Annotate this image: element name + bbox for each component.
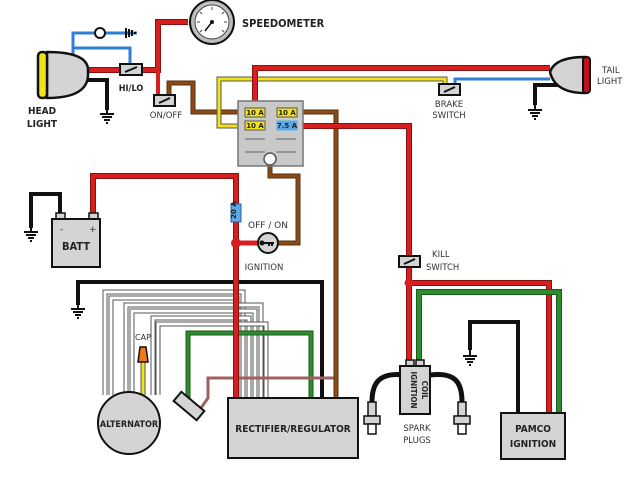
kill-switch-label: KILL bbox=[432, 250, 450, 260]
pamco-ignition: PAMCO IGNITION bbox=[500, 412, 566, 460]
fuse-20a: 20 A bbox=[230, 201, 242, 223]
tail-light-label-2: LIGHT bbox=[597, 77, 623, 87]
hi-lo-switch[interactable]: HI/LO bbox=[119, 63, 144, 94]
brake-switch-label-2: SWITCH bbox=[432, 111, 465, 121]
ignition-switch[interactable]: OFF / ON IGNITION bbox=[245, 221, 288, 273]
fuse-10a-bottom-left: 10 A bbox=[244, 120, 266, 131]
wires bbox=[23, 19, 562, 450]
wire-ground-tail bbox=[533, 83, 560, 105]
svg-text:10 A: 10 A bbox=[278, 109, 296, 117]
battery-positive: + bbox=[89, 225, 97, 235]
svg-text:20 A: 20 A bbox=[230, 201, 238, 219]
fuse-10a-top-left: 10 A bbox=[244, 107, 266, 118]
tail-light-label: TAIL bbox=[601, 66, 620, 76]
ignition-state-label: OFF / ON bbox=[248, 221, 288, 231]
on-off-label: ON/OFF bbox=[150, 111, 182, 121]
spark-plugs-label-2: PLUGS bbox=[403, 436, 431, 446]
hi-lo-label: HI/LO bbox=[119, 84, 144, 94]
ignition-coil: IGNITION COIL bbox=[399, 359, 431, 415]
brake-switch[interactable]: BRAKE SWITCH bbox=[432, 83, 466, 121]
pickup-sensor bbox=[172, 390, 206, 422]
on-off-switch[interactable]: ON/OFF bbox=[150, 94, 182, 121]
kill-switch-label-2: SWITCH bbox=[426, 263, 459, 273]
pamco-label-2: IGNITION bbox=[510, 439, 556, 450]
fuse-10a-top-right: 10 A bbox=[276, 107, 298, 118]
speedometer: SPEEDOMETER bbox=[189, 0, 325, 45]
spark-plug-left bbox=[363, 401, 381, 435]
ignition-coil-label: IGNITION bbox=[409, 371, 418, 408]
battery: - + BATT bbox=[51, 212, 101, 268]
cap-label: CAP bbox=[135, 333, 151, 342]
headlight: HEAD LIGHT bbox=[27, 50, 90, 130]
wire-red-battery bbox=[90, 173, 239, 398]
alternator: ALTERNATOR bbox=[97, 391, 161, 455]
headlight-label-2: LIGHT bbox=[27, 119, 58, 130]
speedometer-label: SPEEDOMETER bbox=[242, 17, 325, 30]
battery-negative: - bbox=[60, 225, 63, 235]
spark-plugs-label: SPARK bbox=[403, 424, 431, 434]
tail-light: TAIL LIGHT bbox=[548, 55, 623, 95]
indicator-ground-icon bbox=[125, 28, 136, 38]
svg-text:7.5 A: 7.5 A bbox=[277, 122, 298, 130]
rectifier-regulator: RECTIFIER/REGULATOR bbox=[227, 397, 359, 459]
brake-switch-label: BRAKE bbox=[435, 100, 463, 110]
svg-text:10 A: 10 A bbox=[246, 122, 264, 130]
rectifier-label: RECTIFIER/REGULATOR bbox=[235, 424, 350, 435]
junction-dot bbox=[231, 238, 241, 248]
battery-label: BATT bbox=[62, 240, 90, 253]
alternator-label: ALTERNATOR bbox=[100, 420, 159, 430]
kill-switch[interactable]: KILL SWITCH bbox=[398, 250, 459, 273]
wire-ground-rectifier bbox=[76, 280, 324, 398]
svg-text:10 A: 10 A bbox=[246, 109, 264, 117]
indicator-lamp bbox=[94, 27, 106, 39]
wire-ground-headlight bbox=[88, 78, 109, 110]
ignition-label: IGNITION bbox=[245, 263, 284, 273]
fuse-7-5a: 7.5 A bbox=[276, 120, 298, 131]
wire-brown-ignition bbox=[166, 80, 238, 115]
wire-ground-battery bbox=[29, 192, 62, 228]
fuse-box: 10 A 10 A 10 A 7.5 A bbox=[237, 100, 304, 167]
ignition-coil-label-2: COIL bbox=[420, 381, 429, 400]
wire-ground-pamco bbox=[468, 320, 520, 415]
stator-wires bbox=[102, 289, 269, 398]
headlight-label: HEAD bbox=[28, 106, 56, 117]
capacitor: CAP bbox=[135, 333, 151, 363]
spark-plug-right bbox=[453, 401, 471, 435]
junction-dot-kill bbox=[404, 278, 414, 288]
pamco-label: PAMCO bbox=[515, 424, 551, 435]
wire-red-kill bbox=[296, 123, 412, 255]
